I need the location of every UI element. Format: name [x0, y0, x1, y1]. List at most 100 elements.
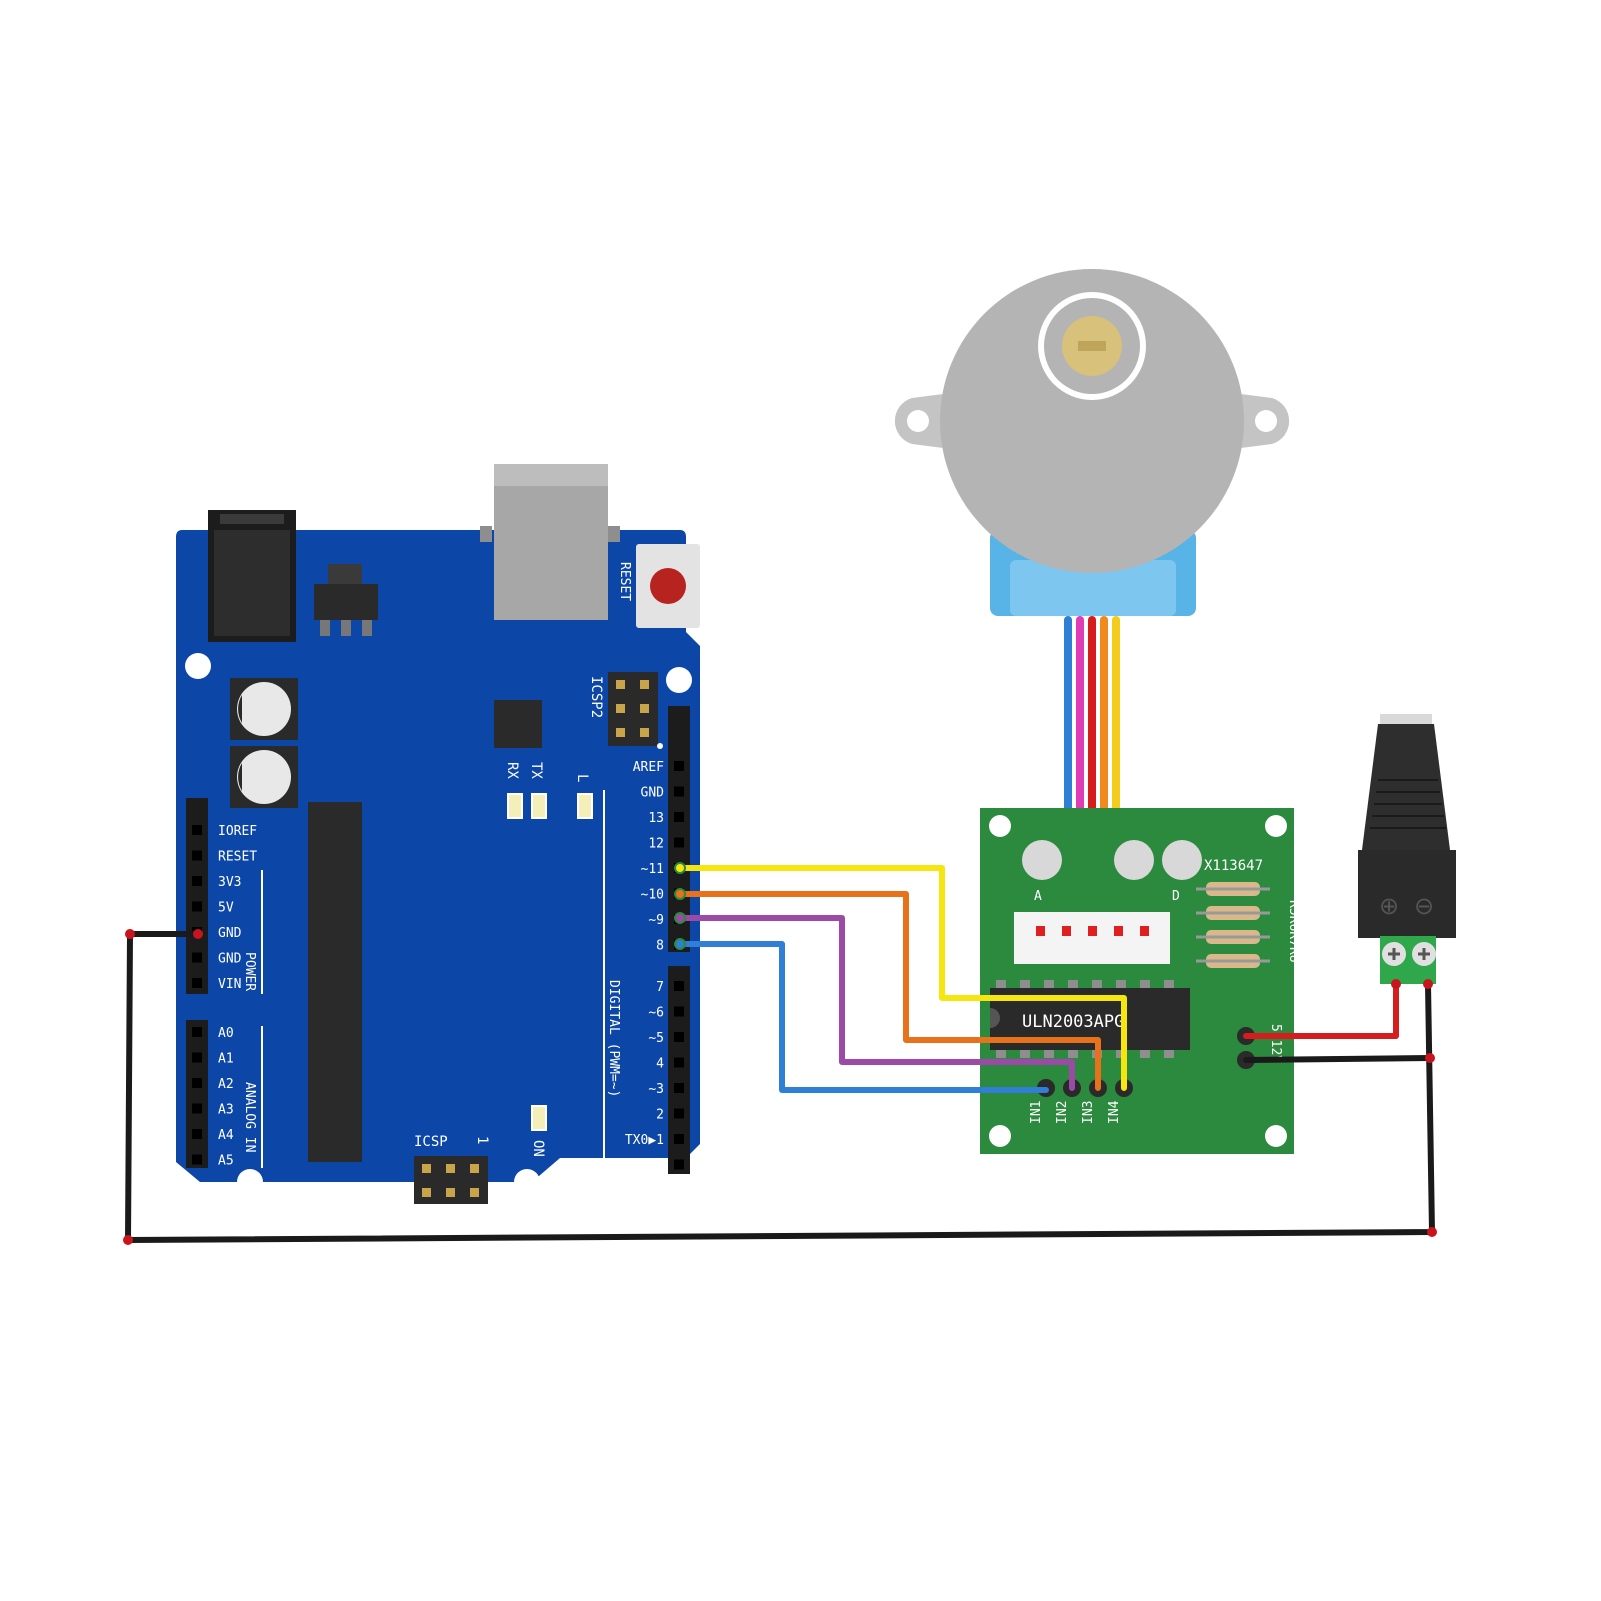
input-label-in3: IN3 — [1081, 1101, 1096, 1124]
driver-mount-hole — [989, 815, 1011, 837]
icsp-label: ICSP — [414, 1134, 448, 1150]
pin-socket — [192, 1154, 202, 1165]
input-label-in4: IN4 — [1107, 1100, 1122, 1124]
voltage-regulator — [314, 564, 378, 636]
mount-hole — [185, 653, 211, 679]
pin-label-digital_upper_pins-6: ~9 — [648, 913, 664, 928]
resistor-label: R5R6R7R8 — [1286, 900, 1301, 963]
pin-socket — [192, 1078, 202, 1088]
l-label: L — [574, 774, 590, 782]
digital-group-label: DIGITAL (PWM=~) — [606, 980, 621, 1097]
pin-socket — [674, 1032, 684, 1042]
motor-mount-hole — [907, 410, 929, 432]
l-led — [577, 793, 593, 819]
pin-socket — [192, 850, 202, 861]
chip-label: ULN2003APG — [1022, 1012, 1124, 1032]
wire-vcc — [1243, 981, 1399, 1039]
pin-label-analog_pins-3: A3 — [218, 1103, 234, 1118]
driver-mount-hole — [1265, 815, 1287, 837]
pin-label-digital_upper_pins-5: ~10 — [641, 888, 664, 903]
power-group-label: POWER — [242, 952, 257, 991]
pin-socket — [674, 761, 684, 771]
pin-label-power_pins-2: 3V3 — [218, 875, 241, 890]
pin-socket — [192, 1103, 202, 1114]
pin-socket — [192, 1129, 202, 1139]
mount-hole — [237, 1169, 263, 1195]
wire-joints — [123, 929, 1437, 1245]
wire-pin11-in4 — [677, 865, 1127, 1091]
capacitor — [230, 746, 298, 808]
plus-symbol: ⊕ — [1379, 893, 1399, 920]
pin-socket — [192, 901, 202, 912]
pin-label-digital_lower_pins-0: 7 — [656, 980, 664, 995]
pin-label-power_pins-6: VIN — [218, 977, 241, 992]
microcontroller-chip — [308, 802, 362, 1162]
driver-board: A D X113647 R5R6R7R8 ULN2003APG — [980, 808, 1301, 1154]
pin-label-analog_pins-1: A1 — [218, 1052, 234, 1067]
motor-mount-hole — [1255, 410, 1277, 432]
input-label-in2: IN2 — [1055, 1101, 1070, 1124]
power-header — [186, 798, 208, 994]
analog-group-label: ANALOG IN — [242, 1082, 257, 1152]
usb-port — [480, 464, 620, 620]
pin-socket — [192, 825, 202, 835]
arduino-board: RESET ICSP2 RX TX L — [176, 464, 700, 1204]
pin-socket — [192, 1027, 202, 1037]
driver-mount-hole — [1265, 1125, 1287, 1147]
icsp2-header — [608, 672, 658, 746]
motor-connector-pins — [1036, 926, 1149, 936]
pin-socket — [674, 812, 684, 822]
pin-label-power_pins-4: GND — [218, 926, 242, 941]
pin-label-digital_lower_pins-2: ~5 — [648, 1031, 664, 1046]
connector-label-a: A — [1034, 889, 1042, 904]
signal-wires — [677, 865, 1127, 1093]
pin-socket — [192, 876, 202, 886]
pin-label-digital_upper_pins-0: AREF — [633, 760, 664, 775]
pin-joints — [674, 862, 686, 950]
digital-header-lower — [668, 966, 690, 1174]
pin-label-digital_lower_pins-7: RX0◀0 — [625, 1159, 664, 1174]
pin-label-analog_pins-5: A5 — [218, 1154, 234, 1169]
motor-connector — [1014, 912, 1170, 964]
pin-socket — [192, 952, 202, 963]
reset-button[interactable] — [636, 544, 700, 628]
input-label-in1: IN1 — [1029, 1101, 1044, 1124]
pin-socket — [674, 1083, 684, 1093]
pin-label-digital_upper_pins-7: 8 — [656, 939, 664, 954]
stepper-motor — [894, 269, 1290, 616]
wire-pin8-in1 — [677, 941, 1049, 1093]
pin-label-analog_pins-0: A0 — [218, 1026, 234, 1041]
driver-led — [1162, 840, 1202, 880]
resistor-array — [1196, 882, 1270, 968]
connector-label-d: D — [1172, 889, 1180, 904]
pin-socket — [192, 1052, 202, 1063]
mount-hole — [514, 1169, 540, 1195]
on-led — [531, 1105, 547, 1131]
dc-power-jack — [1358, 714, 1456, 984]
icsp2-label: ICSP2 — [588, 676, 604, 718]
pin-label-digital_lower_pins-4: ~3 — [648, 1082, 664, 1097]
icsp-pin1-label: 1 — [474, 1136, 490, 1144]
on-label: ON — [530, 1140, 546, 1157]
pin-label-power_pins-3: 5V — [218, 901, 234, 916]
rx-label: RX — [504, 762, 520, 779]
pin-socket — [674, 1134, 684, 1144]
pin-label-analog_pins-2: A2 — [218, 1077, 234, 1092]
rx-led — [507, 793, 523, 819]
pin-label-digital_upper_pins-4: ~11 — [641, 862, 664, 877]
wire-pin10-in3 — [677, 891, 1101, 1091]
minus-symbol: ⊖ — [1414, 893, 1434, 920]
driver-mount-hole — [989, 1125, 1011, 1147]
pin-label-power_pins-5: GND — [218, 952, 242, 967]
pin-socket — [674, 786, 684, 797]
pin1-marker — [657, 743, 663, 749]
pin-socket — [674, 1159, 684, 1170]
mount-hole — [666, 667, 692, 693]
pin-label-digital_lower_pins-6: TX0▶1 — [625, 1133, 664, 1148]
tx-led — [531, 793, 547, 819]
pin-label-power_pins-1: RESET — [218, 850, 257, 865]
pin-label-digital_upper_pins-1: GND — [641, 786, 665, 801]
